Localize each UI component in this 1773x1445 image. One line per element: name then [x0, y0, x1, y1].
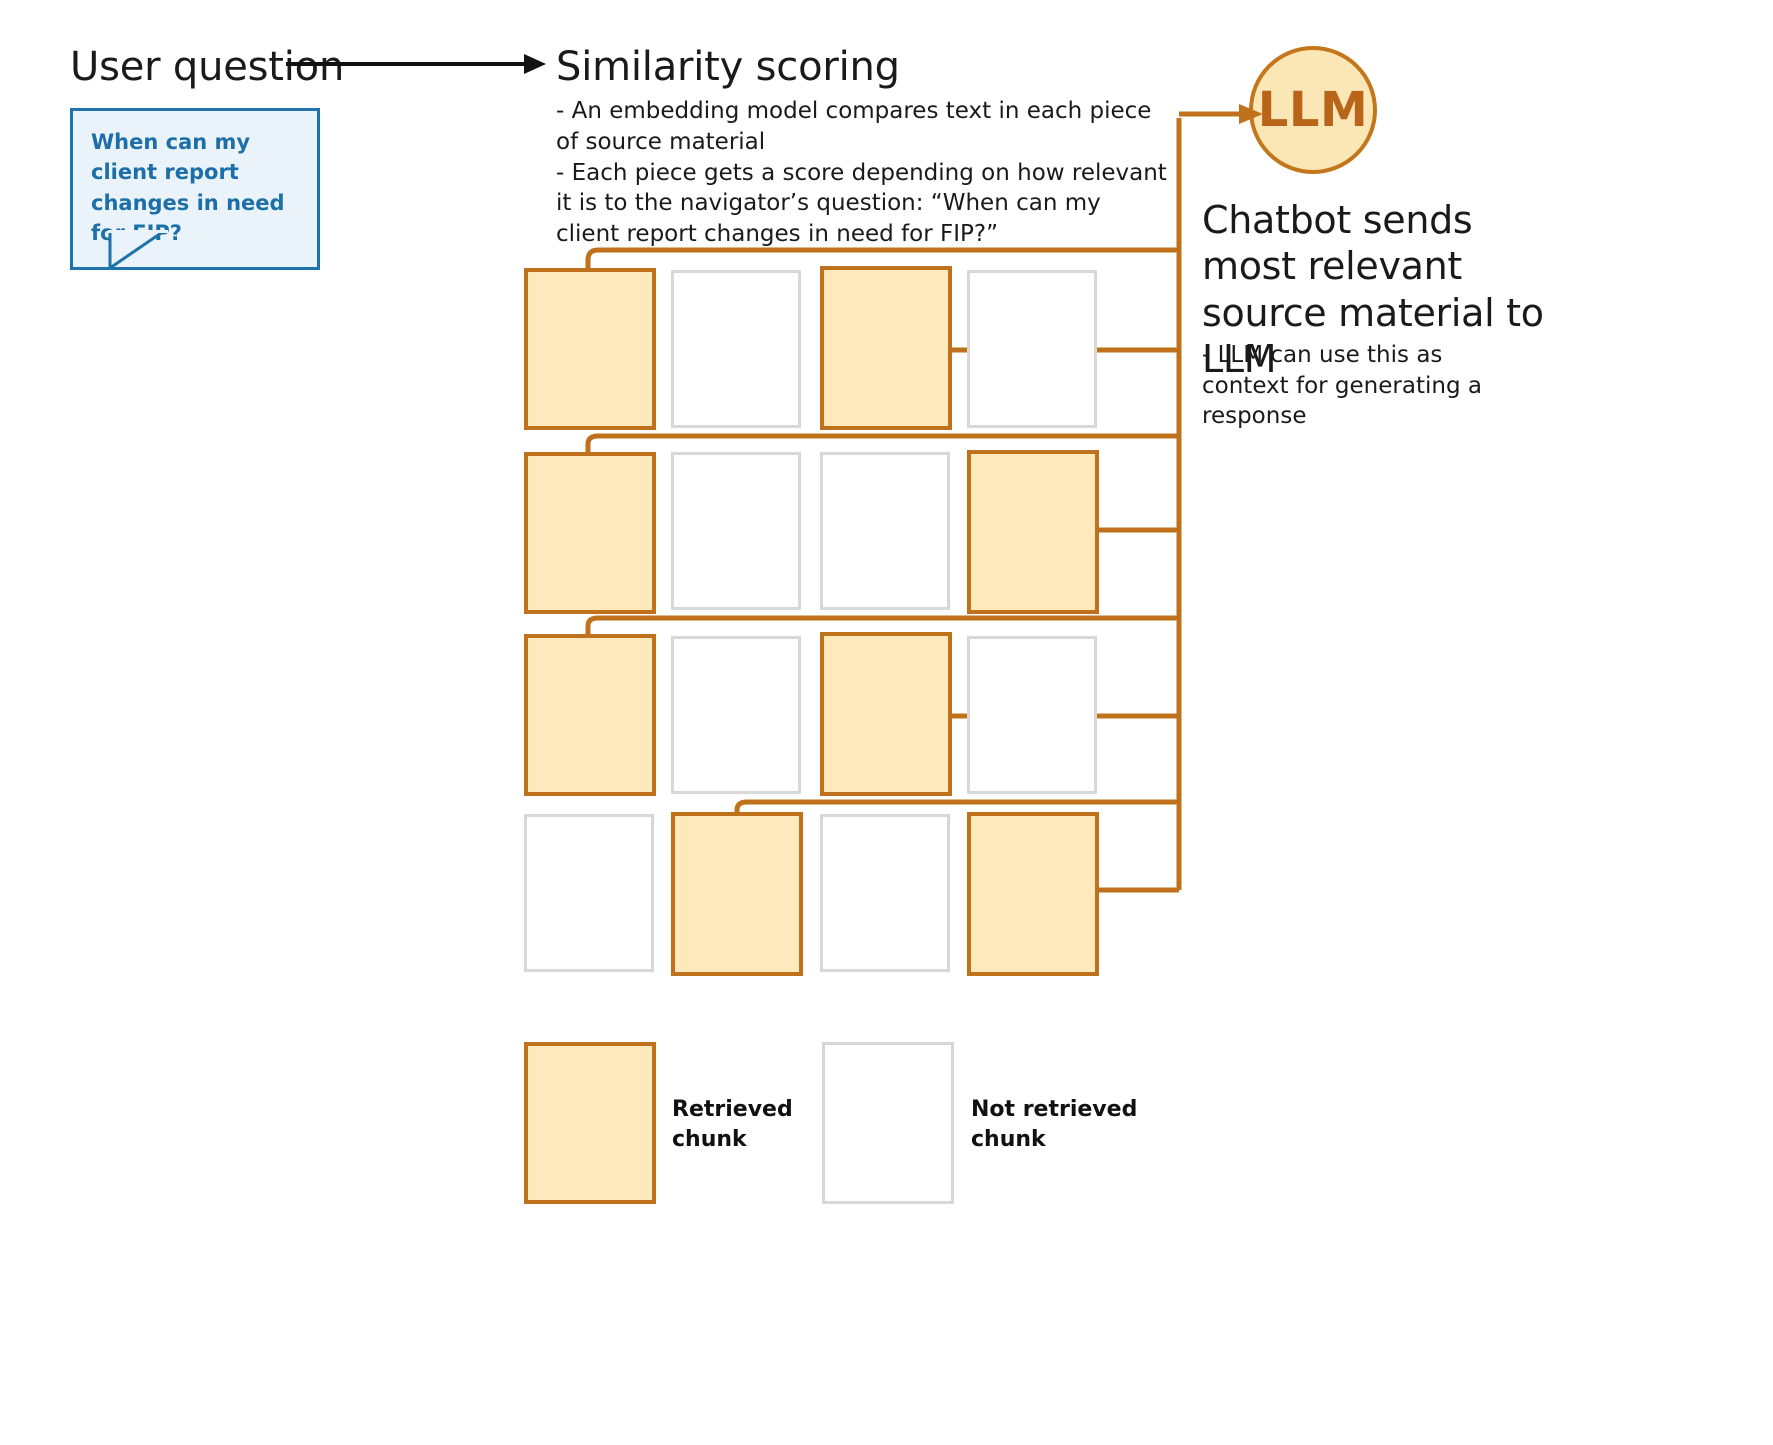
chunk-r2c4[interactable]	[967, 450, 1099, 614]
chatbot-bullet-1: - LLM can use this as context for genera…	[1202, 342, 1482, 430]
user-question-to-similarity-arrow	[286, 54, 546, 74]
user-question-bubble: When can my client report changes in nee…	[70, 108, 320, 270]
similarity-scoring-body: - An embedding model compares text in ea…	[556, 96, 1168, 250]
chunk-r1c1[interactable]	[524, 268, 656, 430]
chunk-r1c4[interactable]	[967, 270, 1097, 428]
chunk-r4c2[interactable]	[671, 812, 803, 976]
chunk-r3c1[interactable]	[524, 634, 656, 796]
chunk-r3c2[interactable]	[671, 636, 801, 794]
similarity-scoring-heading: Similarity scoring	[556, 44, 900, 90]
chatbot-sends-heading: Chatbot sends most relevant source mater…	[1202, 198, 1544, 382]
chunk-r4c3[interactable]	[820, 814, 950, 972]
chatbot-sends-body: - LLM can use this as context for genera…	[1202, 340, 1532, 432]
chunk-r4c1[interactable]	[524, 814, 654, 972]
chunk-r1c3[interactable]	[820, 266, 952, 430]
similarity-bullet-1: - An embedding model compares text in ea…	[556, 98, 1152, 155]
similarity-bullet-2: - Each piece gets a score depending on h…	[556, 159, 1167, 248]
chunk-r1c2[interactable]	[671, 270, 801, 428]
bubble-tail-icon	[108, 230, 168, 270]
chunk-r3c3[interactable]	[820, 632, 952, 796]
legend-label-retrieved: Retrieved chunk	[672, 1097, 793, 1152]
chunk-r3c4[interactable]	[967, 636, 1097, 794]
chunk-r2c2[interactable]	[671, 452, 801, 610]
chunk-r4c4[interactable]	[967, 812, 1099, 976]
legend-swatch-retrieved	[524, 1042, 656, 1204]
legend-swatch-not-retrieved	[822, 1042, 954, 1204]
chunk-r2c1[interactable]	[524, 452, 656, 614]
user-question-label: User question	[70, 44, 345, 90]
legend-label-not-retrieved: Not retrieved chunk	[971, 1097, 1138, 1152]
user-question-bubble-text: When can my client report changes in nee…	[91, 130, 285, 246]
llm-node-label: LLM	[1257, 82, 1369, 138]
chunk-r2c3[interactable]	[820, 452, 950, 610]
